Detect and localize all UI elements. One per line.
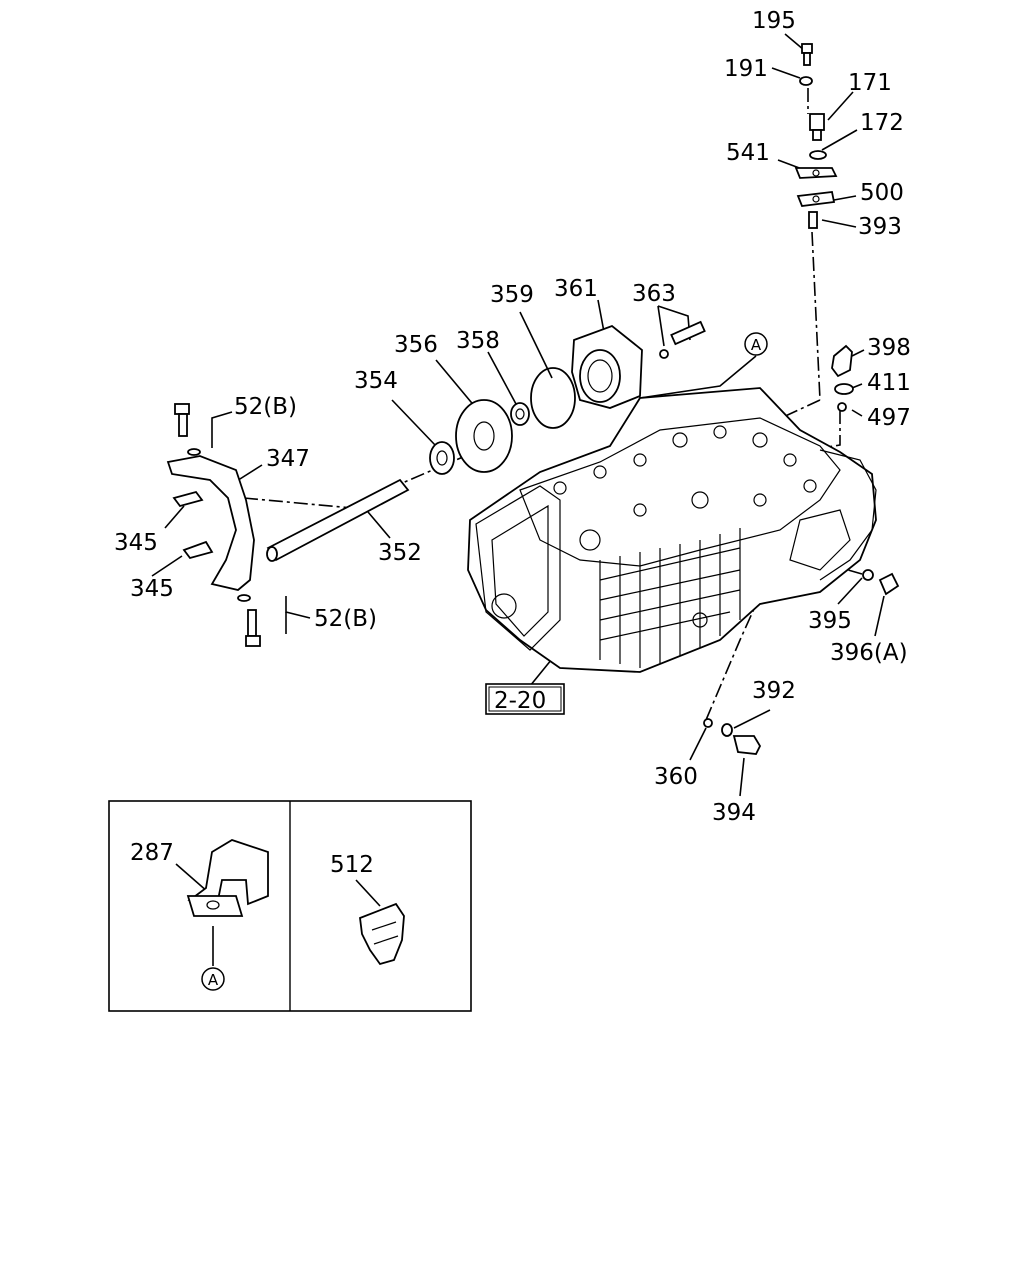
marker-a-top-letter: A <box>751 336 762 354</box>
deck-bosses <box>491 425 817 628</box>
marker-a-inset-letter: A <box>208 971 219 989</box>
case-ribs <box>599 528 741 668</box>
label-354: 354 <box>354 368 398 394</box>
bearing-cluster <box>429 320 706 475</box>
label-500: 500 <box>860 180 904 206</box>
label-345-bottom: 345 <box>130 576 174 602</box>
label-396a: 396(A) <box>830 640 908 666</box>
label-497: 497 <box>867 405 911 431</box>
label-398: 398 <box>867 335 911 361</box>
label-195: 195 <box>752 8 796 34</box>
label-395: 395 <box>808 608 852 634</box>
label-52b-bottom: 52(B) <box>314 606 377 632</box>
label-361: 361 <box>554 276 598 302</box>
reference-box: 2-20 <box>485 683 565 715</box>
marker-a-top: A <box>744 332 768 356</box>
label-411: 411 <box>867 370 911 396</box>
label-359: 359 <box>490 282 534 308</box>
label-394: 394 <box>712 800 756 826</box>
label-352: 352 <box>378 540 422 566</box>
label-347: 347 <box>266 446 310 472</box>
label-171: 171 <box>848 70 892 96</box>
label-358: 358 <box>456 328 500 354</box>
label-392: 392 <box>752 678 796 704</box>
clip-512 <box>355 879 405 966</box>
right-side-parts <box>703 344 900 755</box>
label-512: 512 <box>330 852 374 878</box>
label-191: 191 <box>724 56 768 82</box>
label-172: 172 <box>860 110 904 136</box>
sensor-stack <box>794 43 838 229</box>
label-356: 356 <box>394 332 438 358</box>
label-360: 360 <box>654 764 698 790</box>
label-393: 393 <box>858 214 902 240</box>
transmission-case <box>467 387 877 673</box>
label-345-top: 345 <box>114 530 158 556</box>
label-52b-top: 52(B) <box>234 394 297 420</box>
bracket-287: A <box>175 839 269 991</box>
label-363: 363 <box>632 281 676 307</box>
shift-fork-assembly <box>166 403 410 647</box>
reference-label: 2-20 <box>494 688 546 714</box>
inset-box: A <box>108 800 472 1012</box>
callout-labels: 195 191 171 172 541 500 393 398 411 497 … <box>114 8 911 878</box>
label-287: 287 <box>130 840 174 866</box>
label-541: 541 <box>726 140 770 166</box>
